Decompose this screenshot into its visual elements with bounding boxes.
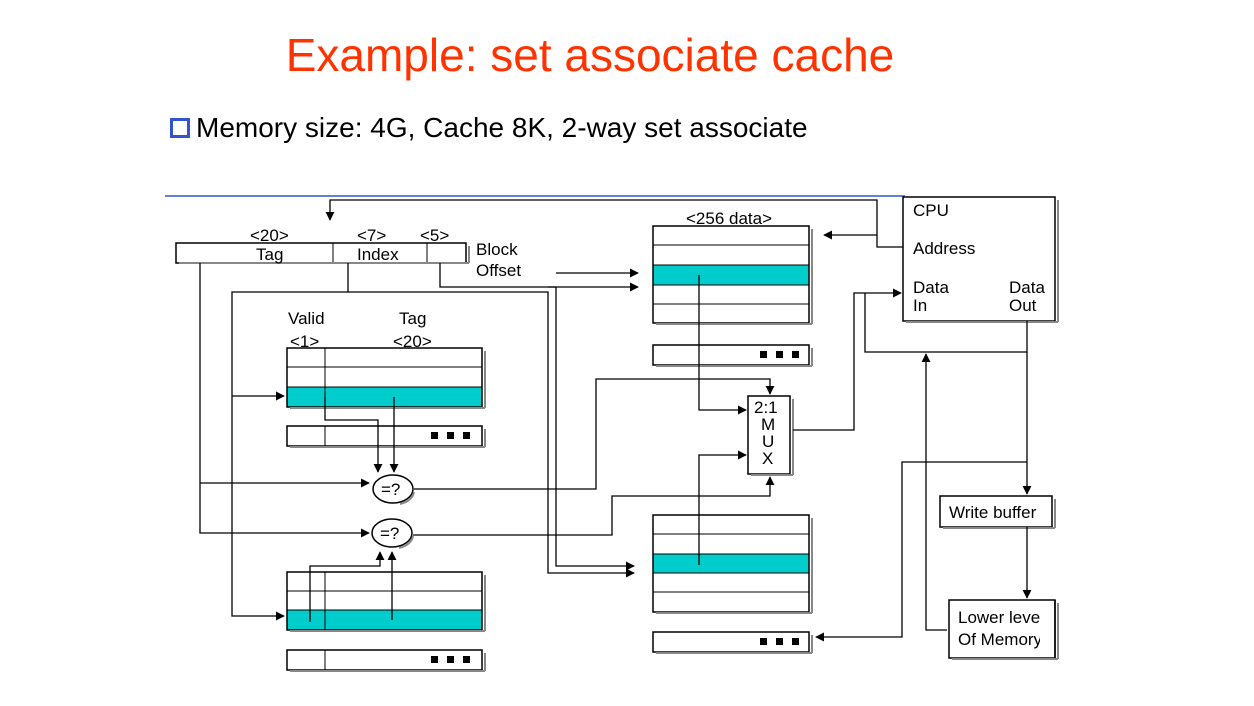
data-array-way0 xyxy=(652,225,813,367)
address-register xyxy=(175,242,470,264)
tag-array-way1 xyxy=(286,571,486,672)
tag-array-width-label: <20> xyxy=(393,332,432,351)
index-field-label: Index xyxy=(357,245,399,264)
offset-label: Offset xyxy=(476,261,521,280)
tag-array-way0 xyxy=(286,347,486,448)
data-array-label: <256 data> xyxy=(686,209,772,228)
valid-width-label: <1> xyxy=(290,332,319,351)
write-buffer-label: Write buffer xyxy=(949,503,1037,522)
comparator-way0-label: =? xyxy=(381,480,400,499)
lower-memory-label-2: Of Memory xyxy=(958,630,1043,649)
mux-label-m: M xyxy=(761,415,775,434)
mux-box xyxy=(747,395,794,476)
cpu-title: CPU xyxy=(913,201,949,220)
write-buffer-box xyxy=(939,495,1056,529)
tag-array-label: Tag xyxy=(399,309,426,328)
bullet-item: Memory size: 4G, Cache 8K, 2-way set ass… xyxy=(170,112,808,144)
mux-label-x: X xyxy=(762,449,773,468)
bullet-text: Memory size: 4G, Cache 8K, 2-way set ass… xyxy=(196,112,808,143)
block-label: Block xyxy=(476,240,518,259)
cpu-address-label: Address xyxy=(913,239,975,258)
slide-title: Example: set associate cache xyxy=(285,29,895,81)
mux-label-ratio: 2:1 xyxy=(754,398,778,417)
tag-field-label: Tag xyxy=(256,245,283,264)
cpu-out-label: Out xyxy=(1009,296,1037,315)
cpu-data-in-label: Data xyxy=(913,278,949,297)
data-array-way1 xyxy=(652,514,813,654)
connection-wires xyxy=(199,199,1032,642)
mux-label-u: U xyxy=(762,432,774,451)
cpu-data-out-label: Data xyxy=(1009,278,1045,297)
valid-label: Valid xyxy=(288,309,325,328)
square-bullet-icon xyxy=(170,118,190,138)
cpu-in-label: In xyxy=(913,296,927,315)
lower-memory-label-1: Lower level xyxy=(958,608,1044,627)
lower-memory-box xyxy=(948,599,1059,660)
cpu-box xyxy=(902,196,1059,323)
offset-width-label: <5> xyxy=(420,226,449,245)
tag-width-label: <20> xyxy=(250,226,289,245)
comparator-way1 xyxy=(371,518,414,549)
comparator-way1-label: =? xyxy=(380,524,399,543)
comparator-way0 xyxy=(372,474,415,505)
index-width-label: <7> xyxy=(357,226,386,245)
lower-memory-clip xyxy=(1040,604,1054,656)
